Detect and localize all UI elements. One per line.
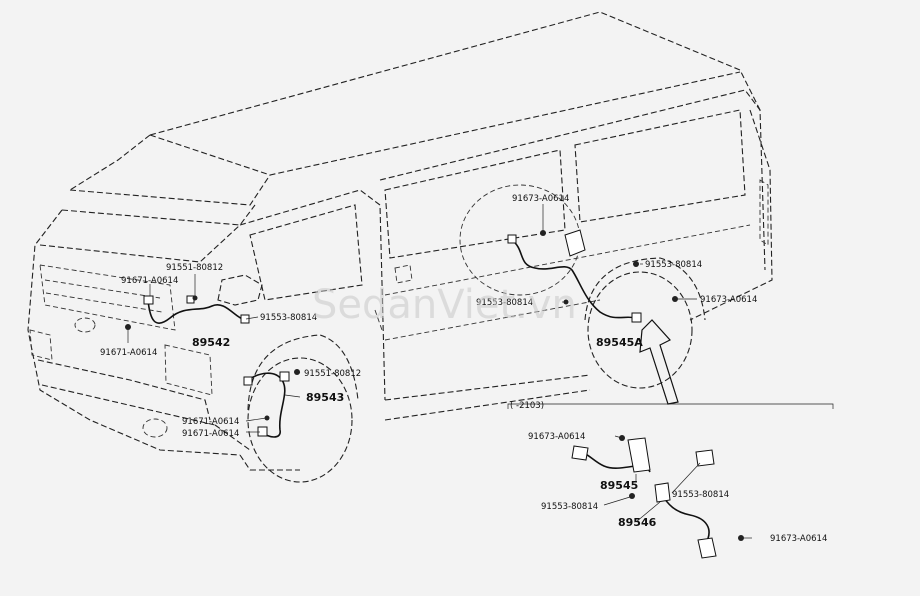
label-89545: 89545 xyxy=(600,479,638,492)
label-91553-80814-inset-left: 91553-80814 xyxy=(541,502,598,512)
label-91553-80814-rear-a: 91553-80814 xyxy=(645,260,702,270)
part-labels: 91551-80812 91671-A0614 91671-A0614 8954… xyxy=(100,194,827,544)
label-91673-A0614-rear-right: 91673-A0614 xyxy=(700,295,757,305)
label-91673-A0614-inset-top: 91673-A0614 xyxy=(528,432,585,442)
label-91671-A0614-lower: 91671-A0614 xyxy=(100,348,157,358)
inset-range-label: ( -2103) xyxy=(510,401,544,411)
front-harness-89542 xyxy=(125,295,250,330)
label-91673-A0614-rear-top: 91673-A0614 xyxy=(512,194,569,204)
watermark: SedanViet.vn xyxy=(312,282,577,328)
label-91553-80814-rear-b: 91553-80814 xyxy=(476,298,533,308)
label-89543: 89543 xyxy=(306,391,344,404)
leader-lines xyxy=(127,204,752,539)
rear-harness-89545A xyxy=(507,229,679,405)
label-89542: 89542 xyxy=(192,336,230,349)
label-91551-80812-front: 91551-80812 xyxy=(166,263,223,273)
label-91551-80812-wheel: 91551-80812 xyxy=(304,369,361,379)
label-91553-80814-front: 91553-80814 xyxy=(260,313,317,323)
front-harness-89543 xyxy=(243,369,300,438)
van-outline xyxy=(27,11,773,483)
label-91671-A0614-wheel-a: 91671-A0614 xyxy=(182,417,239,427)
label-91553-80814-inset-right: 91553-80814 xyxy=(672,490,729,500)
inset-variant-box xyxy=(507,403,834,559)
label-91671-A0614-wheel-b: 91671-A0614 xyxy=(182,429,239,439)
label-91673-A0614-inset-bottom: 91673-A0614 xyxy=(770,534,827,544)
label-89546: 89546 xyxy=(618,516,657,529)
label-89545A: 89545A xyxy=(596,336,643,349)
label-91671-A0614-upper: 91671-A0614 xyxy=(121,276,178,286)
